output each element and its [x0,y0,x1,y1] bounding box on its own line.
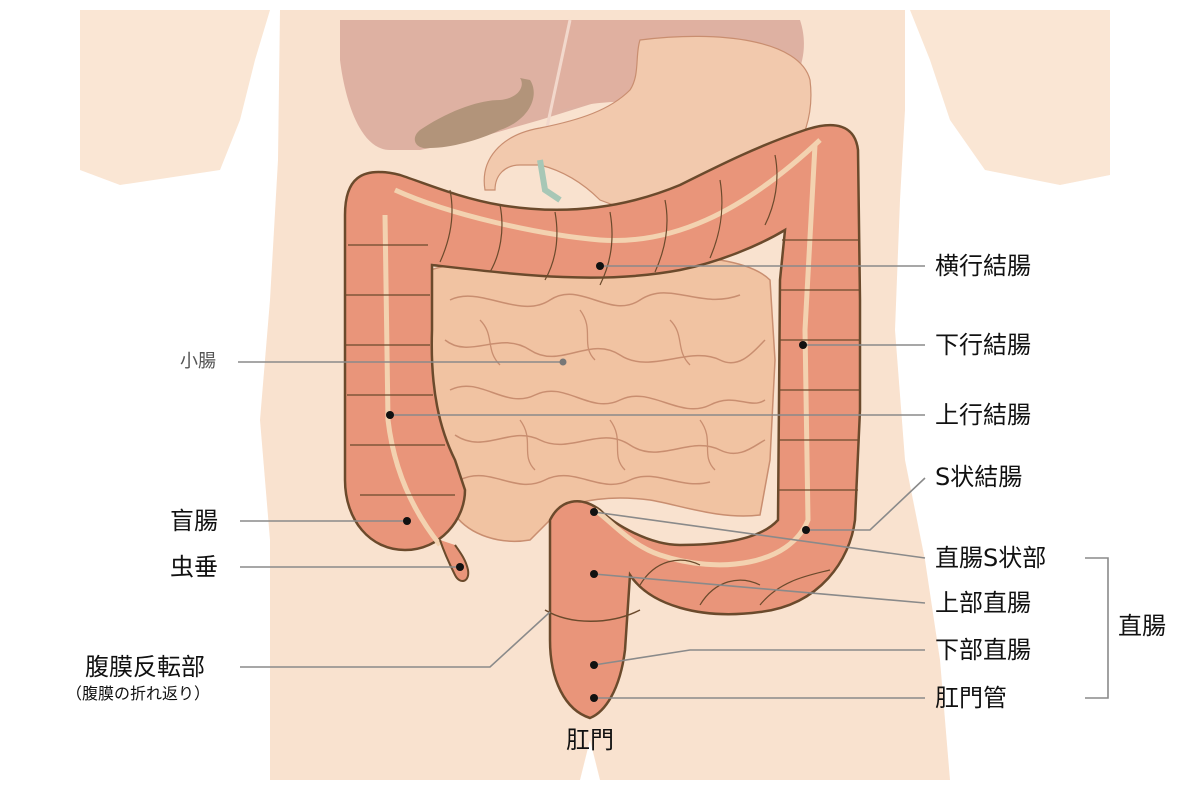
leader-upper-rectum [593,573,926,604]
dot-upper-rectum [590,570,598,578]
label-upper-rectum: 上部直腸 [935,589,1031,617]
label-lower-rectum: 下部直腸 [935,636,1031,664]
label-anal-canal: 肛門管 [935,684,1007,712]
label-small-intestine: 小腸 [180,351,216,372]
label-rectosigmoid: 直腸S状部 [935,544,1047,572]
dot-appendix [456,563,464,571]
dot-cecum [403,517,411,525]
dot-descending-colon [799,341,807,349]
leader-peritoneal-reflection [240,611,551,668]
label-appendix: 虫垂 [170,553,218,581]
dot-sigmoid-colon [802,526,810,534]
leader-lower-rectum [593,649,925,666]
label-rectum-group: 直腸 [1118,612,1166,640]
dot-lower-rectum [590,661,598,669]
label-cecum: 盲腸 [170,507,218,535]
dot-ascending-colon [386,411,394,419]
label-transverse-colon: 横行結腸 [935,252,1031,280]
dot-small-intestine [559,358,567,366]
upper-organs [340,19,812,216]
label-ascending-colon: 上行結腸 [935,401,1031,429]
rectum-bracket [1085,557,1109,699]
leader-lines [238,265,1109,699]
dot-anal-canal [590,694,598,702]
label-sigmoid-colon: S状結腸 [935,463,1023,491]
leader-rectosigmoid [593,511,926,559]
label-anus: 肛門 [566,726,614,754]
gallbladder [414,78,534,149]
leader-sigmoid-colon [806,477,926,531]
dot-rectosigmoid [590,508,598,516]
colon [343,123,862,720]
label-descending-colon: 下行結腸 [935,331,1031,359]
small-intestine [429,254,776,542]
anchor-dots [386,262,810,702]
label-peritoneal-reflection-note: （腹膜の折れ返り） [66,684,211,703]
label-peritoneal-reflection: 腹膜反転部 [85,653,205,681]
dot-transverse-colon [596,262,604,270]
